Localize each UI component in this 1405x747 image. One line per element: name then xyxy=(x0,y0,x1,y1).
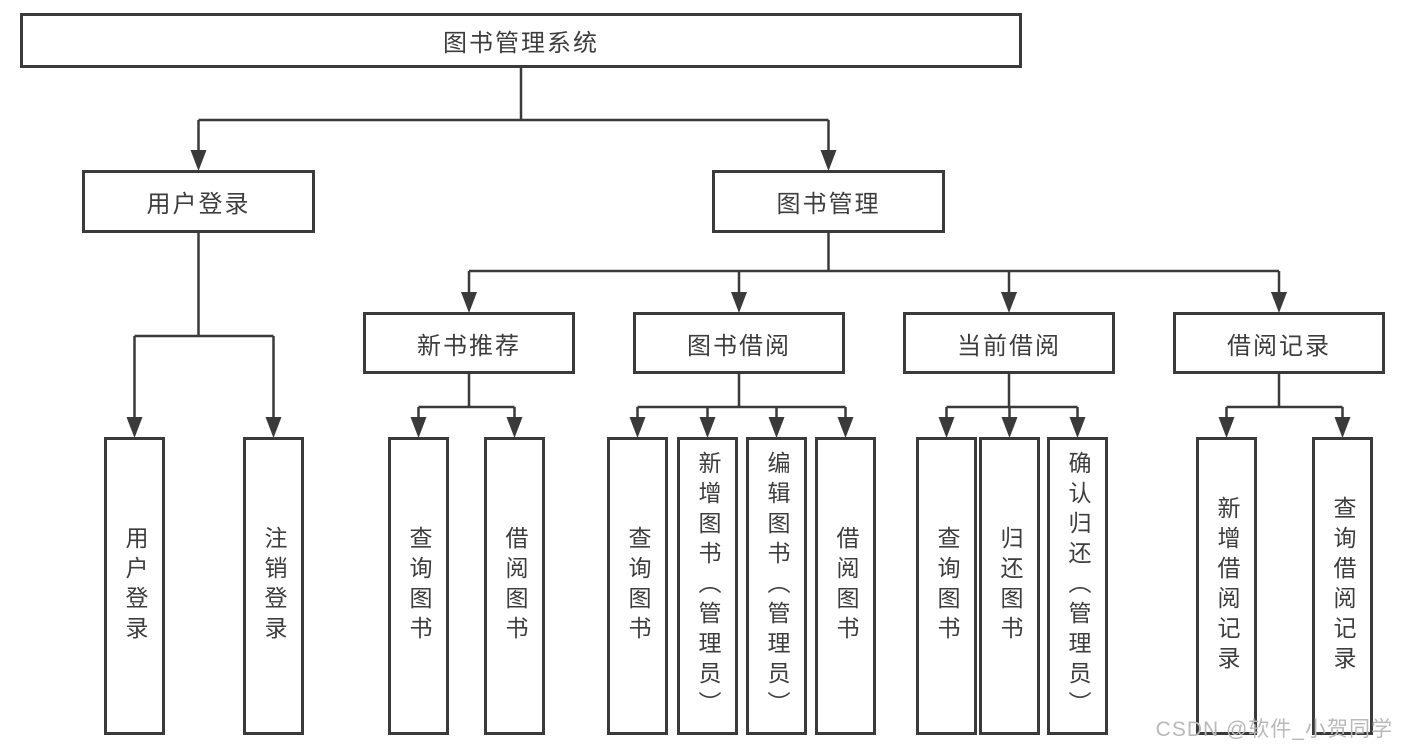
connector-newbook-to-leaves xyxy=(417,374,516,418)
node-leaf-logout: 注销登录 xyxy=(243,437,304,735)
node-leaf-user-login: 用户登录 xyxy=(104,437,165,735)
node-leaf-query-books-newbook: 查询图书 xyxy=(388,437,449,735)
connector-userlogin-to-leaves xyxy=(133,233,275,418)
node-book-borrowing: 图书借阅 xyxy=(633,312,845,374)
node-leaf-borrow-books-newbook: 借阅图书 xyxy=(484,437,545,735)
node-leaf-edit-books-admin: 编辑图书（管理员） xyxy=(746,437,807,735)
node-book-management: 图书管理 xyxy=(712,170,945,233)
node-leaf-query-books-current: 查询图书 xyxy=(916,437,977,735)
node-borrowing-records: 借阅记录 xyxy=(1173,312,1385,374)
node-leaf-add-books-admin: 新增图书（管理员） xyxy=(677,437,738,735)
node-user-login-group: 用户登录 xyxy=(82,170,315,233)
csdn-watermark: CSDN @软件_小贺同学 xyxy=(1155,718,1393,741)
node-leaf-confirm-return-admin: 确认归还（管理员） xyxy=(1047,437,1108,735)
node-current-borrowing: 当前借阅 xyxy=(903,312,1115,374)
connector-currentborrow-to-leaves xyxy=(945,374,1079,418)
node-leaf-query-borrow-record: 查询借阅记录 xyxy=(1312,437,1373,735)
connector-root-to-level2 xyxy=(197,68,830,151)
node-library-management-system: 图书管理系统 xyxy=(20,13,1022,68)
node-leaf-borrow-books: 借阅图书 xyxy=(815,437,876,735)
node-leaf-return-books: 归还图书 xyxy=(979,437,1040,735)
connector-bookmgmt-to-level3 xyxy=(467,233,1281,293)
node-leaf-add-borrow-record: 新增借阅记录 xyxy=(1196,437,1257,735)
node-new-book-recommendation: 新书推荐 xyxy=(363,312,575,374)
connector-records-to-leaves xyxy=(1225,374,1344,418)
connector-bookborrow-to-leaves xyxy=(636,374,847,418)
node-leaf-query-books-borrow: 查询图书 xyxy=(607,437,668,735)
